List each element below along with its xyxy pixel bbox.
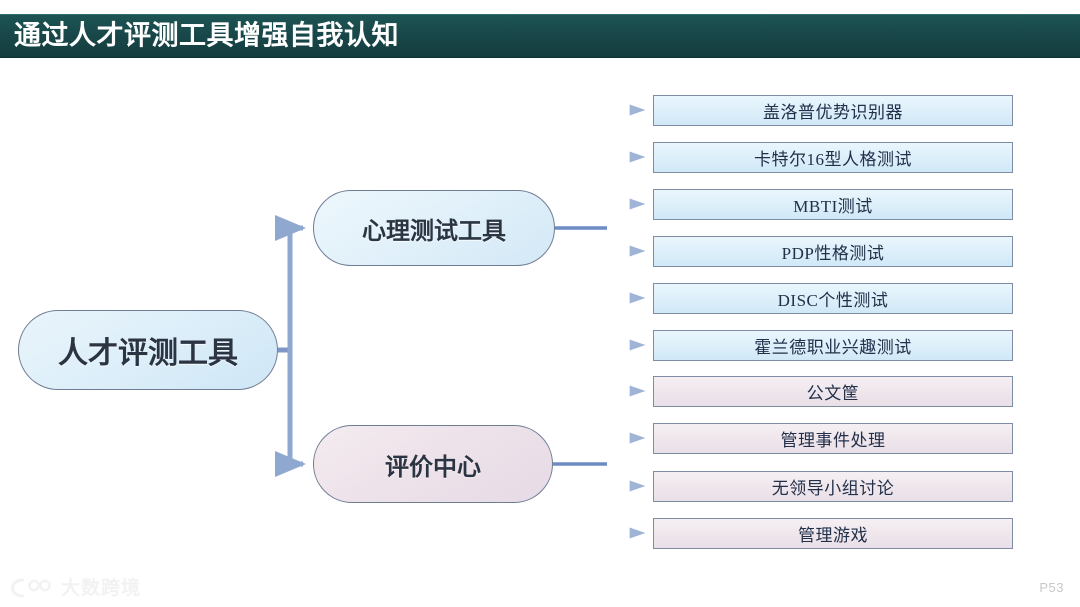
leaf-node[interactable]: 霍兰德职业兴趣测试 [653,330,1013,361]
leaf-label: 无领导小组讨论 [771,479,895,498]
leaf-node[interactable]: DISC个性测试 [653,283,1013,314]
leaf-node[interactable]: PDP性格测试 [653,236,1013,267]
page-number: P53 [1039,580,1064,595]
node-branch-label: 评价中心 [385,453,481,481]
brand-logo-icon [10,578,51,598]
node-root-label: 人才评测工具 [58,337,238,370]
connector-root-to-branches [275,215,307,477]
leaf-label: 管理事件处理 [780,431,886,450]
node-branch-assessment-center[interactable]: 评价中心 [313,425,553,503]
node-root[interactable]: 人才评测工具 [18,310,278,390]
leaf-label: 公文筐 [806,384,860,403]
leaf-label: 卡特尔16型人格测试 [754,150,912,169]
title-banner: 通过人才评测工具增强自我认知 [0,14,1080,58]
node-branch-label: 心理测试工具 [362,217,506,245]
leaf-label: PDP性格测试 [781,244,885,263]
leaf-node[interactable]: 管理游戏 [653,518,1013,549]
leaf-node[interactable]: 盖洛普优势识别器 [653,95,1013,126]
leaf-node[interactable]: 管理事件处理 [653,423,1013,454]
watermark-label: 大数跨境 [61,577,142,599]
node-branch-psychological-tools[interactable]: 心理测试工具 [313,190,555,266]
leaf-label: 盖洛普优势识别器 [763,103,903,122]
page-title: 通过人才评测工具增强自我认知 [14,20,399,51]
connector-branch-blue-to-leaves [555,104,646,351]
watermark: 大数跨境 [10,577,141,599]
leaf-label: MBTI测试 [793,197,873,216]
leaf-node[interactable]: MBTI测试 [653,189,1013,220]
leaf-label: 霍兰德职业兴趣测试 [754,338,912,357]
leaf-node[interactable]: 无领导小组讨论 [653,471,1013,502]
connector-branch-pink-to-leaves [553,385,646,539]
leaf-label: 管理游戏 [798,526,868,545]
leaf-node[interactable]: 公文筐 [653,376,1013,407]
leaf-node[interactable]: 卡特尔16型人格测试 [653,142,1013,173]
leaf-label: DISC个性测试 [777,291,889,310]
